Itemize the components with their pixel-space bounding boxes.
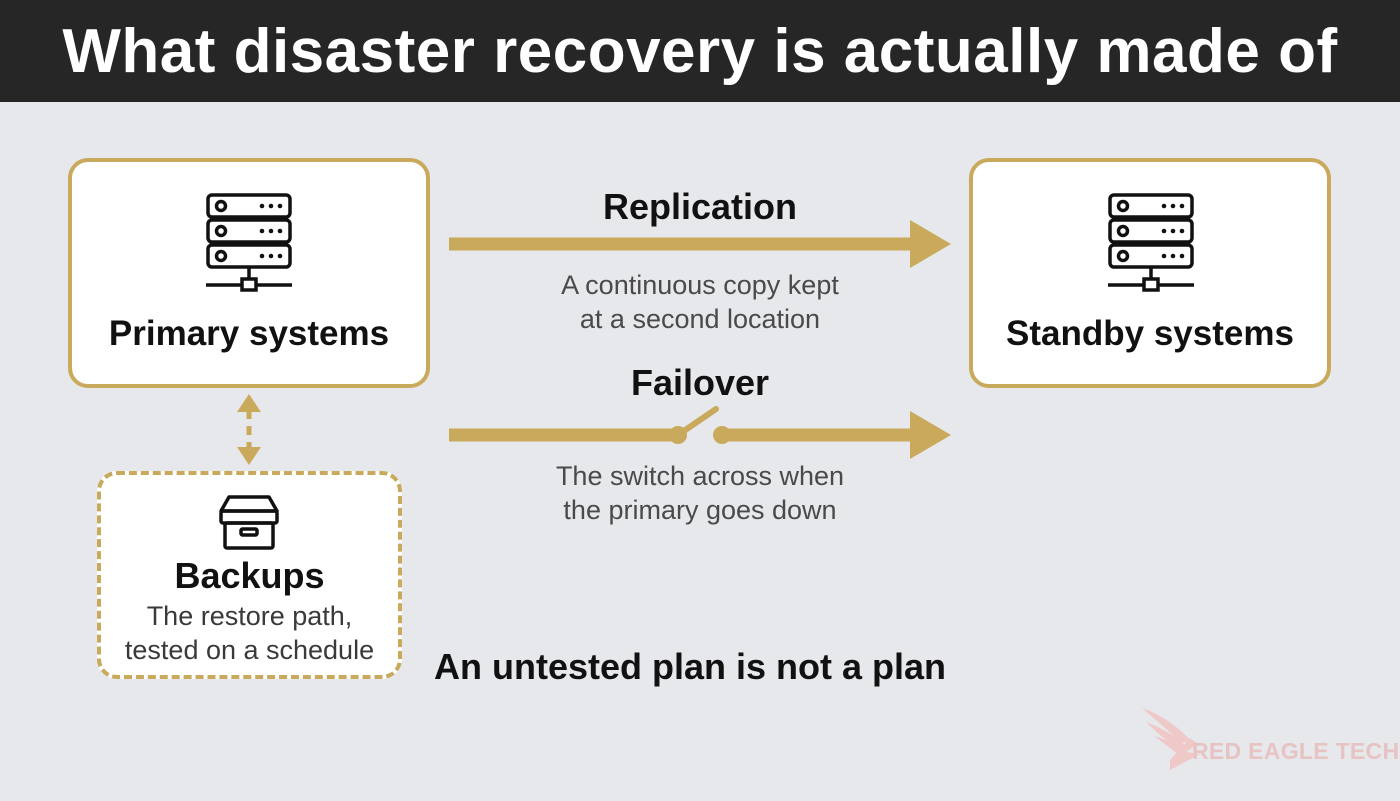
- failover-switch-arrow: [449, 406, 951, 459]
- backups-description-line: The restore path,: [146, 601, 353, 631]
- backups-label: Backups: [174, 555, 325, 596]
- server-icon: [206, 193, 292, 292]
- title-bar: What disaster recovery is actually made …: [0, 0, 1400, 102]
- standby-systems-label: Standby systems: [1006, 314, 1294, 353]
- backup-link-arrow: [237, 394, 261, 465]
- backups-description-line: tested on a schedule: [124, 635, 375, 665]
- backups-box: Backups The restore path, tested on a sc…: [97, 471, 402, 679]
- page-title: What disaster recovery is actually made …: [62, 16, 1338, 86]
- failover-description: The switch across when the primary goes …: [450, 459, 950, 527]
- backups-description: The restore path, tested on a schedule: [101, 599, 398, 667]
- failover-label: Failover: [630, 362, 770, 403]
- replication-description-line: at a second location: [579, 304, 821, 334]
- replication-description-line: A continuous copy kept: [561, 270, 839, 300]
- eagle-logo-icon: [1142, 708, 1200, 770]
- server-icon: [1108, 193, 1194, 292]
- replication-description: A continuous copy kept at a second locat…: [450, 268, 950, 336]
- footer-note: An untested plan is not a plan: [434, 646, 947, 687]
- failover-description-line: the primary goes down: [563, 495, 837, 525]
- logo-text: RED EAGLE TECH: [1192, 738, 1400, 764]
- failover-description-line: The switch across when: [555, 461, 845, 491]
- replication-label: Replication: [602, 186, 798, 227]
- primary-systems-label: Primary systems: [108, 314, 390, 353]
- archive-box-icon: [219, 495, 279, 550]
